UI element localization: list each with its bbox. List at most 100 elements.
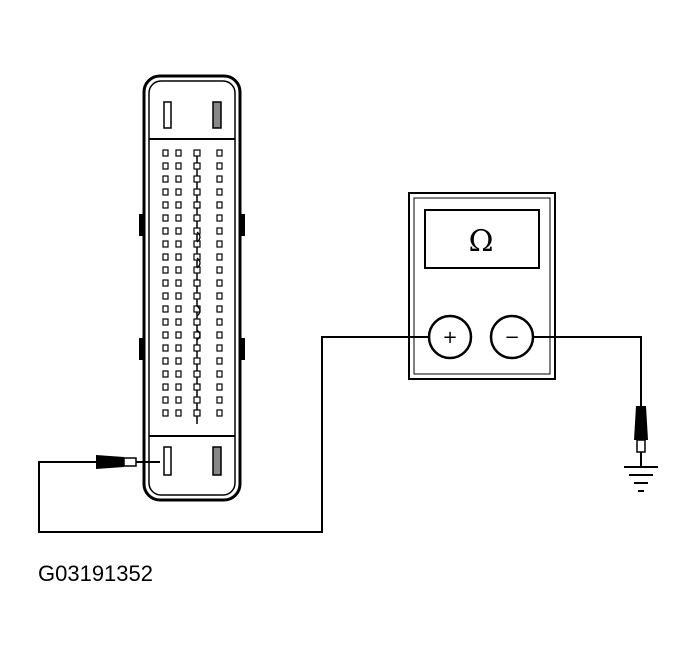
pin-cavity [162, 370, 169, 378]
pin-cavity [216, 409, 223, 417]
jumper-pin [193, 162, 201, 170]
pin-cavity [216, 383, 223, 391]
pin-cavity [162, 227, 169, 235]
ground-icon [624, 466, 658, 492]
pin-cavity [162, 253, 169, 261]
pin-cavity [216, 305, 223, 313]
pin-cavity [175, 279, 182, 287]
pin-cavity [175, 357, 182, 365]
internal-jumper-chain [193, 149, 201, 424]
pin-cavity [162, 279, 169, 287]
jumper-pin [193, 240, 201, 248]
jumper-pin [193, 318, 201, 326]
jumper-pin [193, 357, 201, 365]
connector-icon [139, 74, 245, 502]
pin-cavity [162, 149, 169, 157]
jumper-pin [193, 370, 201, 378]
ohm-symbol: Ω [469, 224, 494, 259]
pin-cavity [162, 214, 169, 222]
pin-cavity [216, 201, 223, 209]
ohmmeter-icon: Ω + − [408, 192, 556, 380]
pin-cavity [216, 396, 223, 404]
pin-cavity [216, 344, 223, 352]
jumper-pin [193, 396, 201, 404]
pin-cavity [162, 201, 169, 209]
positive-test-lead [38, 336, 429, 533]
pin-cavity [216, 240, 223, 248]
pin-cavity [216, 253, 223, 261]
jumper-pin [193, 175, 201, 183]
pin-cavity [162, 383, 169, 391]
pin-cavity [216, 279, 223, 287]
pin-cavity [175, 188, 182, 196]
pin-cavity [216, 214, 223, 222]
pin-cavity [175, 149, 182, 157]
pin-cavity [175, 396, 182, 404]
probe-tip-icon [96, 455, 160, 469]
pin-cavity [216, 162, 223, 170]
pin-cavity [175, 227, 182, 235]
jumper-pin [193, 201, 201, 209]
pin-cavity [162, 331, 169, 339]
pin-cavity [175, 175, 182, 183]
pin-cavity [216, 188, 223, 196]
pin-cavity [175, 383, 182, 391]
pin-cavity [175, 162, 182, 170]
jumper-pin [193, 266, 201, 274]
jumper-pin [193, 292, 201, 300]
pin-cavity [175, 318, 182, 326]
pin-cavity [216, 266, 223, 274]
pin-cavity [162, 240, 169, 248]
jumper-loop [196, 305, 201, 317]
pin-cavity [162, 409, 169, 417]
pin-cavity [175, 240, 182, 248]
pin-cavity [216, 357, 223, 365]
pin-cavity [175, 266, 182, 274]
pin-cavity [216, 370, 223, 378]
jumper-pin [193, 409, 201, 417]
pin-cavity-array [162, 149, 223, 417]
pin-cavity [162, 175, 169, 183]
pin-cavity [216, 175, 223, 183]
figure-id: G03191352 [38, 561, 153, 586]
jumper-loop [196, 257, 201, 269]
meter-display [424, 209, 540, 269]
probe-tip-icon [634, 406, 648, 467]
pin-cavity [162, 162, 169, 170]
pin-cavity [175, 214, 182, 222]
pin-cavity [162, 266, 169, 274]
jumper-pin [193, 344, 201, 352]
jumper-pin [193, 214, 201, 222]
pin-cavity [162, 344, 169, 352]
pin-cavity [216, 292, 223, 300]
test-pin [163, 446, 172, 476]
pin-cavity [216, 227, 223, 235]
jumper-pin [193, 279, 201, 287]
pin-cavity [162, 292, 169, 300]
jumper-pin [193, 149, 201, 157]
pin-cavity [162, 188, 169, 196]
pin-cavity [175, 292, 182, 300]
pin-cavity [175, 201, 182, 209]
pin-cavity [216, 318, 223, 326]
pin-cavity [216, 331, 223, 339]
jumper-pin [193, 253, 201, 261]
pin-cavity [175, 253, 182, 261]
negative-test-lead [533, 336, 642, 406]
jumper-loop [196, 329, 201, 341]
pin-cavity [162, 396, 169, 404]
pin-cavity [175, 370, 182, 378]
pin-cavity [162, 318, 169, 326]
negative-terminal-label: − [504, 327, 519, 348]
pin-cavity [175, 409, 182, 417]
pin-cavity [175, 305, 182, 313]
jumper-pin [193, 227, 201, 235]
positive-terminal-label: + [442, 327, 457, 348]
pin-cavity [175, 344, 182, 352]
jumper-pin [193, 188, 201, 196]
pin-cavity [162, 357, 169, 365]
pin-cavity [162, 305, 169, 313]
pin-cavity [175, 331, 182, 339]
jumper-loop [196, 231, 201, 243]
